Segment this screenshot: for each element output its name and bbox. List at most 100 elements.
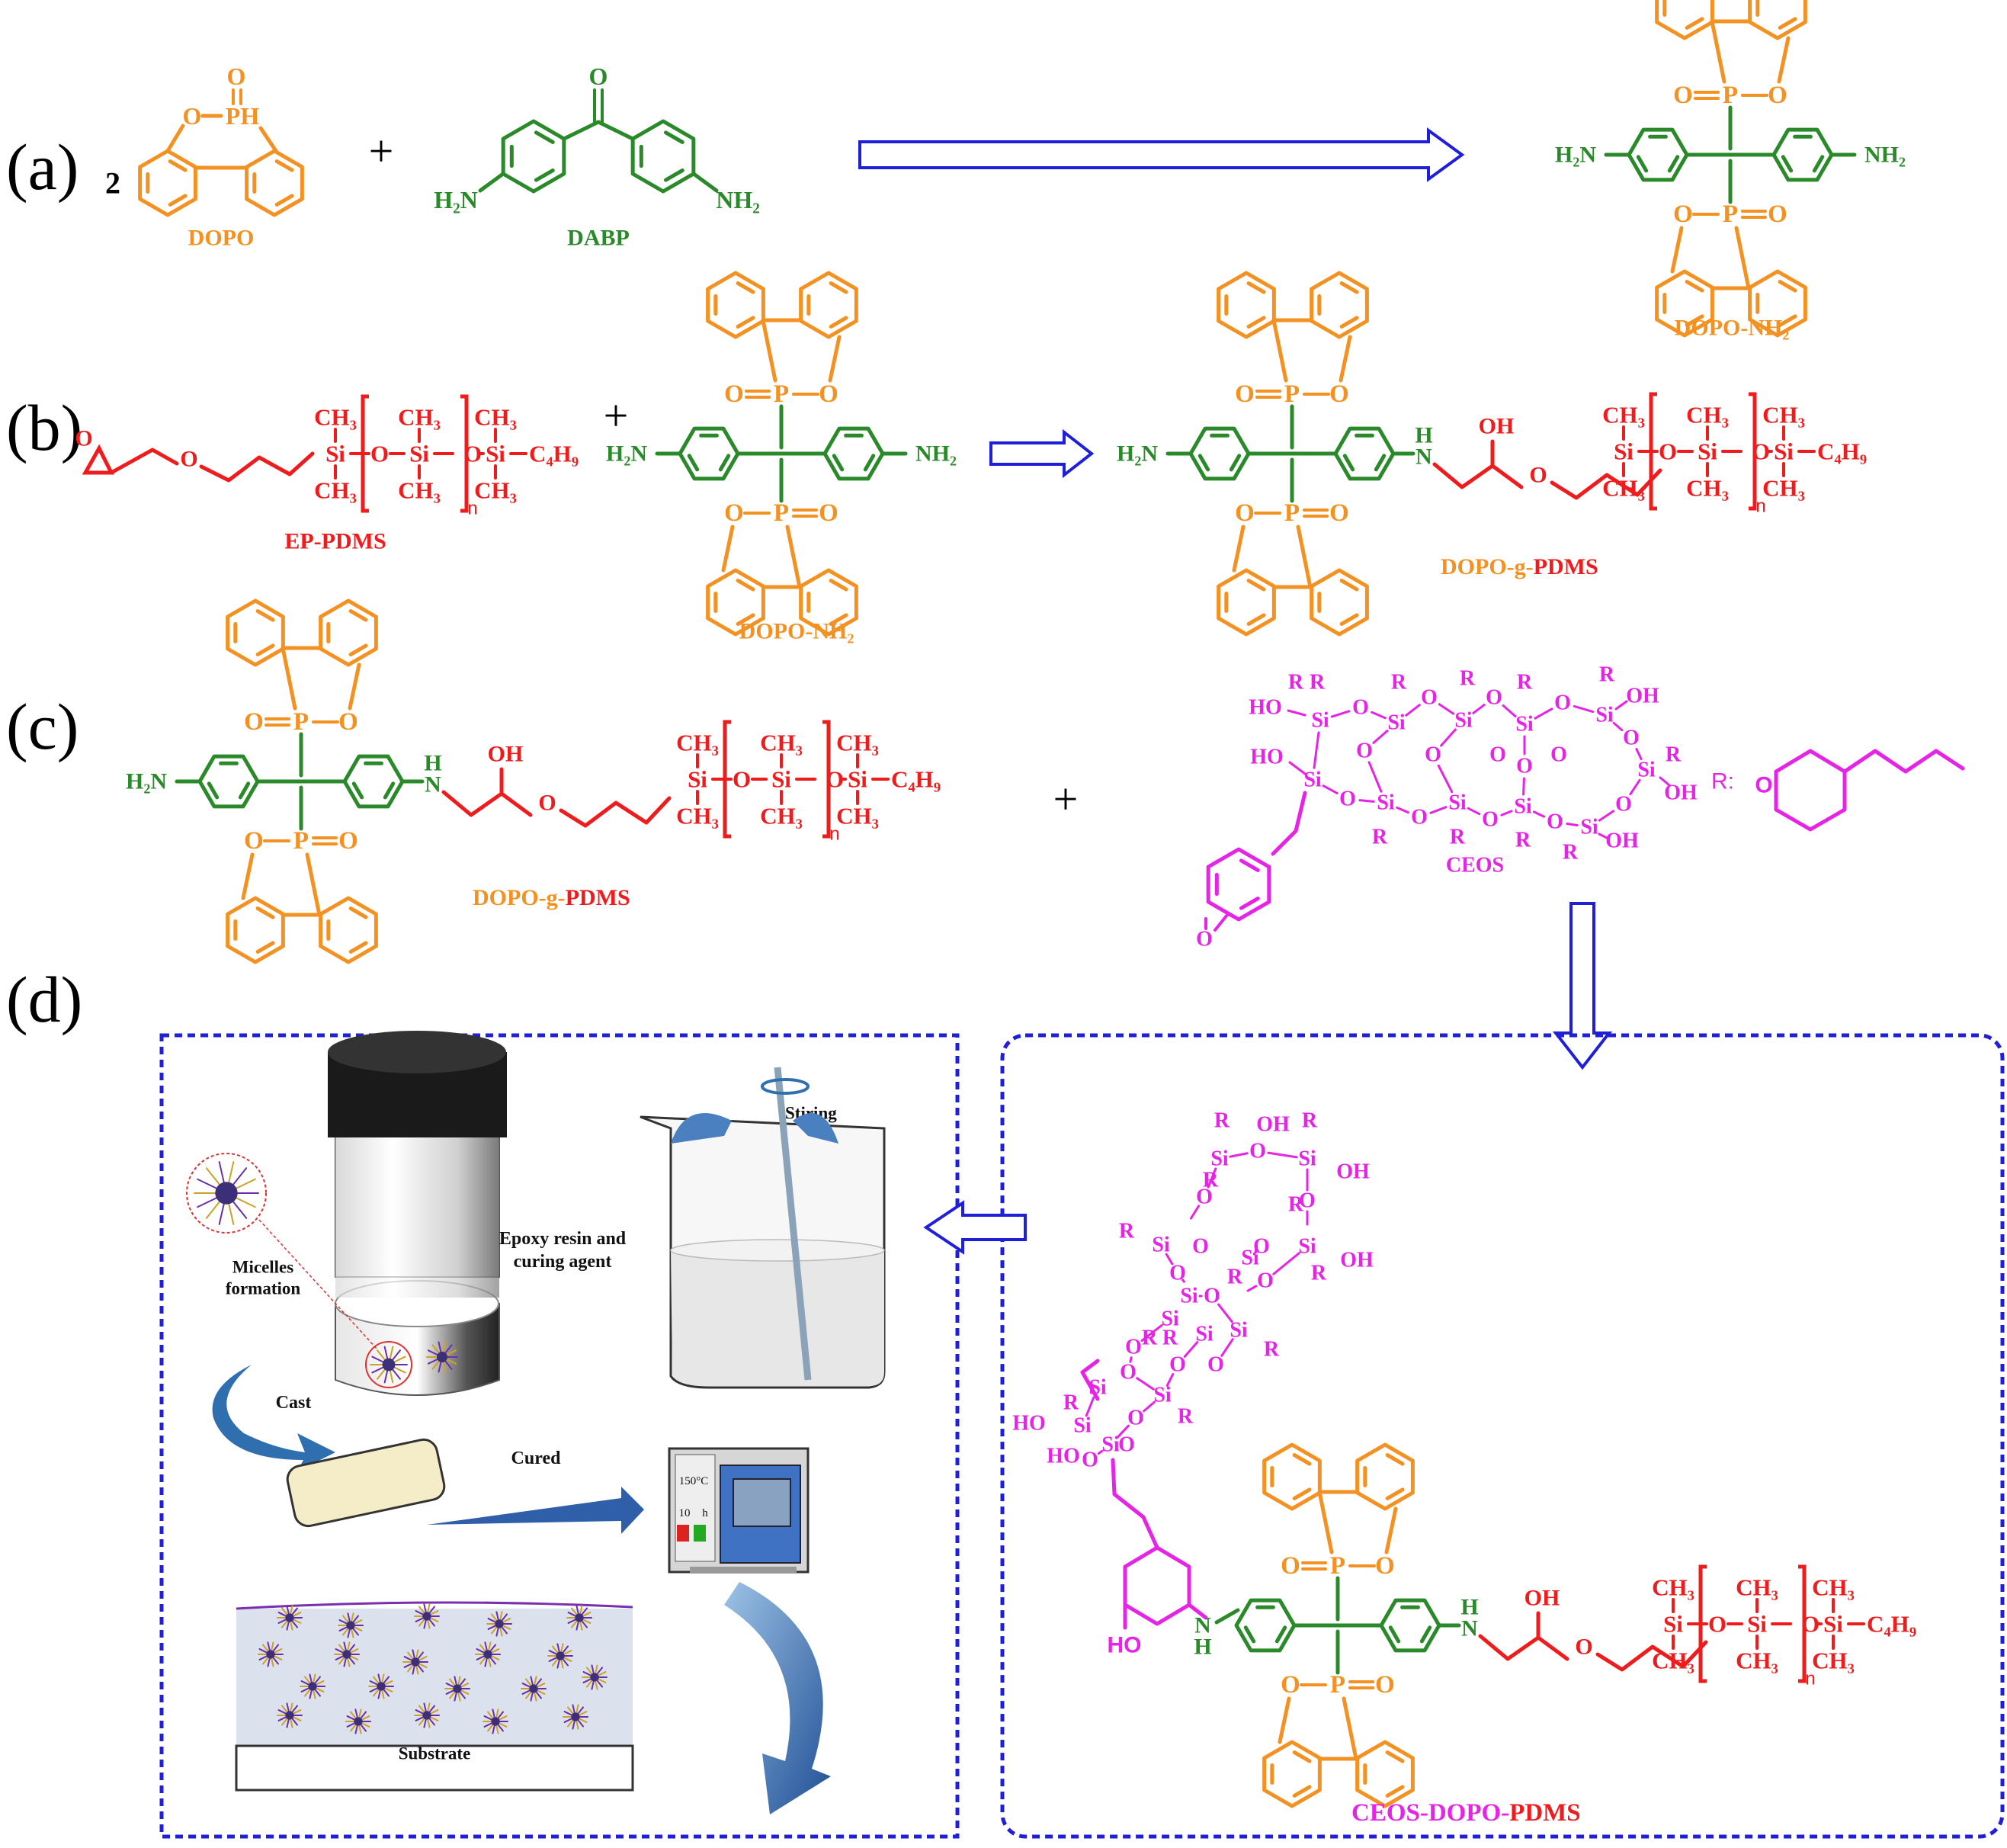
product-box [1000,1033,2005,1839]
micelle-chain [415,1716,425,1721]
micelle-chain [500,1625,508,1635]
oxygen-atom: O [1411,806,1428,829]
repeat-bracket [822,720,831,839]
nitrogen-atom: N [1415,444,1432,470]
silicon-atom: Si [1180,1285,1198,1308]
bond [1217,1303,1233,1323]
micelle-chain [444,1344,453,1355]
hydrogen-atom: H [424,751,441,776]
phenyl-ring [501,119,566,194]
micelle-chain [258,1648,268,1654]
propyl-chain [559,796,672,828]
micelle-chain [286,1702,290,1713]
micelle-chain [597,1671,607,1676]
methyl-group: CH₃ [836,803,879,829]
micelle-chain [415,1610,425,1615]
dopo-aromatic-ring [1262,1740,1322,1808]
micelle-chain [373,1676,380,1685]
reaction-arrow-b [989,428,1095,479]
micelle-chain [423,1702,427,1713]
butyl-group: C₄H₉ [1817,438,1867,465]
methyl-group: CH₃ [474,477,517,504]
micelle-chain [383,1680,393,1686]
curved-arrow-icon [212,1365,335,1471]
r-group-label: R [1311,1262,1327,1285]
micelle-chain [353,1619,363,1625]
micelle-icon [338,1612,364,1638]
micelle-chain [403,1656,413,1661]
micelle-chain [479,1644,487,1653]
bond [1140,1324,1163,1342]
bond [1252,1249,1259,1256]
micelle-chain [418,1663,428,1668]
micelle-chain [492,1708,495,1719]
bond [1232,525,1246,573]
bond [1330,710,1351,718]
micelle-icon [368,1673,394,1699]
micelle-chain [281,1619,289,1628]
micelle-chain [487,1723,495,1732]
micelle-chain [358,1724,362,1734]
repeat-bracket [460,394,469,513]
silicon-atom: Si [1637,759,1656,782]
phosphorus-atom: P [1284,499,1300,527]
micelle-chain [359,1711,367,1720]
bond [1287,709,1306,717]
micelle-chain [567,1619,577,1624]
methyl-group: CH₃ [1686,475,1729,502]
bond [1532,810,1546,818]
phenyl-ring [1234,1598,1297,1653]
phosphine-oxide: PH [226,102,260,130]
bond [305,852,322,917]
micelle-chain [300,1680,310,1686]
micelle-chain [346,1722,356,1728]
bond [1384,1506,1398,1554]
linker-chain [441,790,533,817]
micelle-chain [457,1691,461,1702]
micelle-chain [338,1656,346,1665]
dopo-aromatic-ring [1262,1442,1322,1511]
micelle-chain [454,1691,457,1702]
micelle-chain [389,1369,394,1384]
micelle-chain [403,1663,413,1668]
micelle-chain [381,1689,385,1699]
r-group-label: R [1227,1266,1243,1289]
epoxy-label: Epoxy resin and [499,1229,627,1249]
micelle-chain [277,1709,287,1715]
oxygen-atom: O [183,102,202,130]
micelle-chain [476,1648,486,1654]
micelle-chain [412,1664,415,1675]
micelle-chain [286,1620,290,1631]
micelle-chain [286,1605,290,1615]
jar-lid-top [328,1031,506,1073]
hydroxyl-group: HO [1108,1633,1142,1658]
micelle-chain [502,1625,511,1630]
micelle-icon [334,1641,360,1667]
micelle-chain [290,1717,298,1726]
silicon-atom: Si [1614,438,1633,465]
micelle-chain [423,1718,427,1728]
micelle-chain [427,1349,439,1356]
cyclohexane-ring [1123,1545,1191,1626]
micelle-icon [277,1605,303,1631]
micelle-chain [534,1676,537,1686]
micelle-chain [315,1687,325,1692]
micelle-chain [429,1716,439,1721]
micelle-chain [571,1607,579,1616]
micelle-chain [313,1688,321,1697]
arrow-to-process [923,1200,1027,1255]
micelle-chain [499,1611,503,1622]
r-group-label: R [1214,1109,1230,1133]
micelle-chain [369,1680,379,1686]
silicon-atom: Si [1303,768,1322,792]
ethyl-chain [1111,1458,1159,1550]
methyl-group: CH₃ [1602,402,1645,428]
dopo-aromatic-ring [1355,1442,1415,1511]
oxygen-atom: O [1127,1407,1144,1430]
micelle-chain [348,1656,355,1665]
panel-label-c: (c) [6,690,79,763]
oxygen-atom: O [1352,696,1369,720]
oxygen-atom: O [724,499,744,527]
oxygen-atom: O [1615,793,1632,817]
